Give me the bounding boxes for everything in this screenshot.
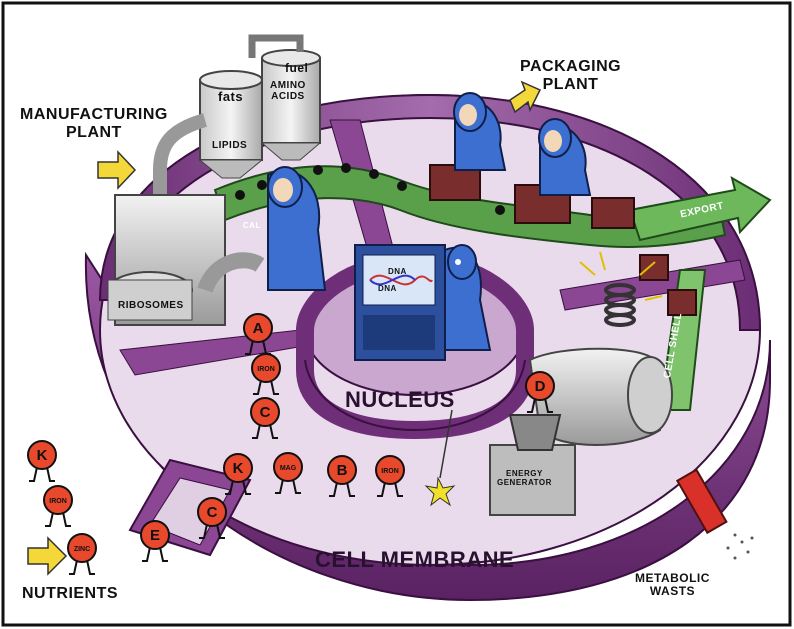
nutrient-token-label: B	[337, 462, 348, 479]
packaging-plant-line1: PACKAGING	[520, 58, 621, 76]
nucleus-label: NUCLEUS	[345, 388, 455, 412]
lipids-label: LIPIDS	[212, 140, 247, 151]
manufacturing-plant-line1: MANUFACTURING	[20, 106, 168, 124]
nutrient-token-label: IRON	[49, 498, 67, 505]
nutrient-token-label: E	[150, 527, 160, 544]
lipids-silo	[200, 71, 262, 178]
manufacturing-plant-label: MANUFACTURING PLANT	[20, 106, 168, 141]
amino-acids-label: AMINO ACIDS	[270, 80, 306, 102]
nutrient-token-label: A	[253, 320, 264, 337]
nutrient-token-label: MAG	[280, 465, 297, 472]
nutrient-token-label: K	[233, 460, 244, 477]
nutrient-token-label: IRON	[381, 468, 399, 475]
packaging-plant-line2: PLANT	[520, 76, 621, 94]
manufacturing-plant-line2: PLANT	[20, 124, 168, 142]
nutrients-label: NUTRIENTS	[22, 585, 118, 603]
metabolic-waste-label: METABOLIC WASTS	[635, 572, 710, 598]
metabolic-line2: WASTS	[635, 585, 710, 598]
amino-line2: ACIDS	[270, 91, 306, 102]
dna-top-label: DNA	[388, 268, 407, 277]
fuel-label: fuel	[285, 62, 308, 75]
cell-membrane-label: CELL MEMBRANE	[315, 548, 514, 572]
dna-bottom-label: DNA	[378, 285, 397, 294]
packaging-plant-label: PACKAGING PLANT	[520, 58, 621, 93]
cal-label: CAL	[243, 222, 261, 231]
nutrient-token-label: D	[535, 378, 546, 395]
ribosomes-label: RIBOSOMES	[118, 300, 184, 311]
nutrient-token-label: C	[207, 504, 218, 521]
amino-line1: AMINO	[270, 80, 306, 91]
nutrient-token-label: K	[37, 447, 48, 464]
dna-computer	[355, 245, 445, 360]
fats-label: fats	[218, 90, 243, 104]
nutrient-token-label: IRON	[257, 366, 275, 373]
nutrient-token-label: ZINC	[74, 546, 90, 553]
energy-line2: GENERATOR	[497, 479, 552, 488]
nutrient-token-label: C	[260, 404, 271, 421]
energy-generator-label: ENERGY GENERATOR	[497, 470, 552, 488]
